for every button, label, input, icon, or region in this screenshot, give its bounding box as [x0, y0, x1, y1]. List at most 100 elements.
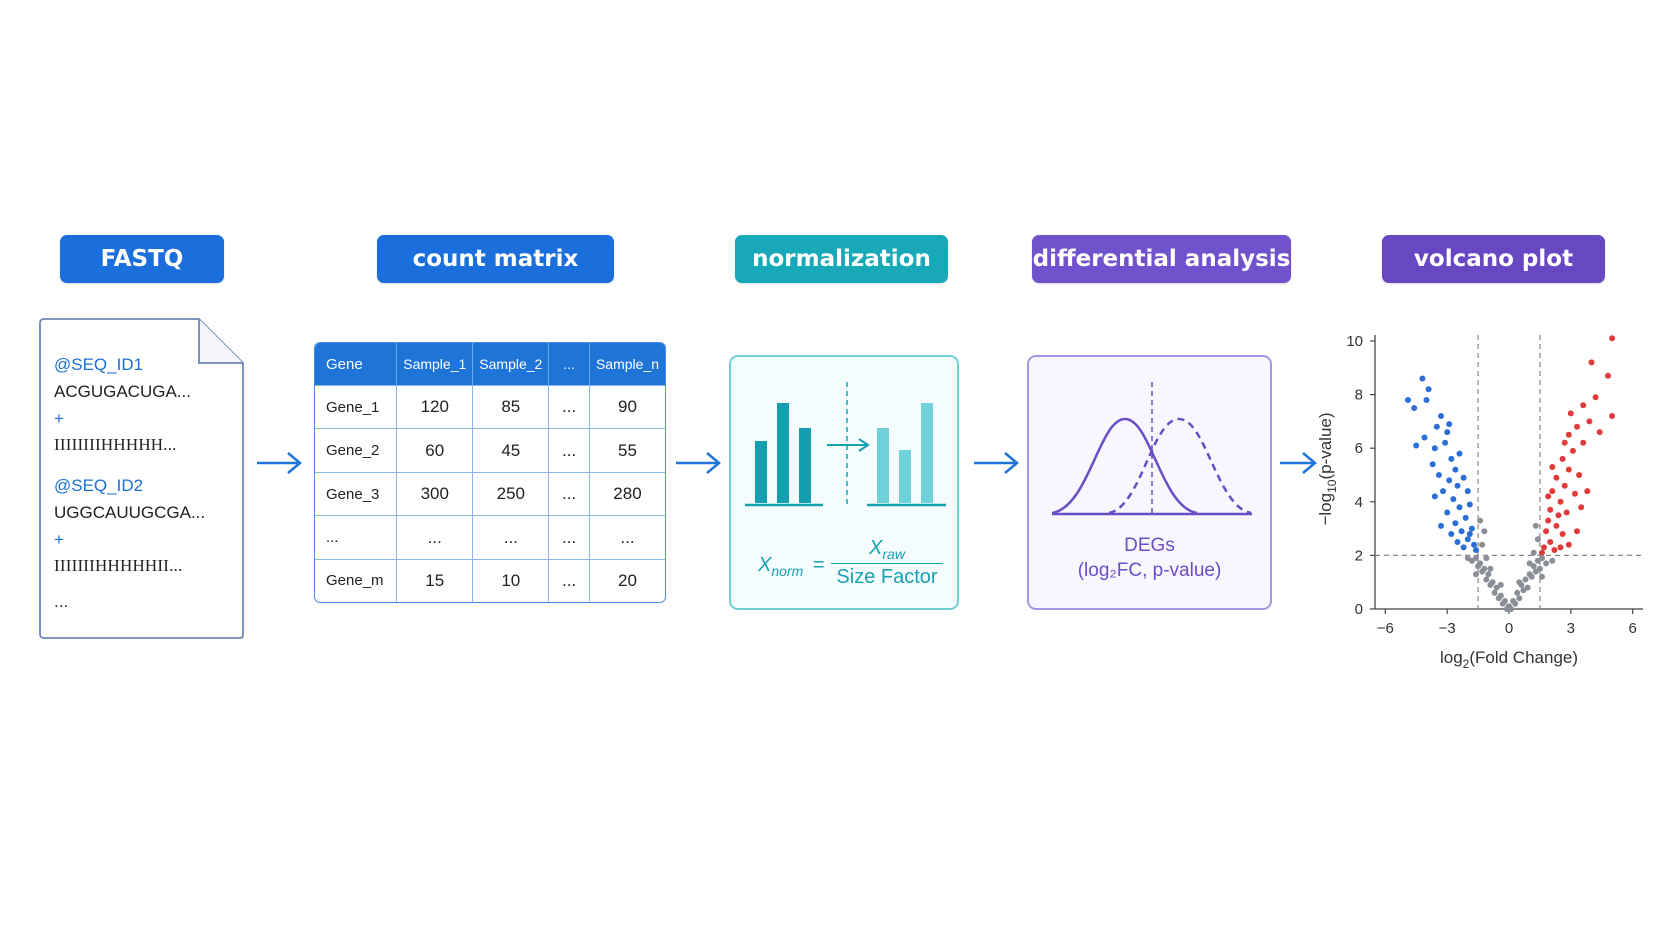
data-point-ns — [1464, 555, 1471, 562]
data-point-down — [1452, 520, 1459, 527]
table-cell: 280 — [589, 471, 665, 516]
data-point-ns — [1499, 600, 1506, 607]
data-point-down — [1442, 439, 1449, 446]
table-cell: 45 — [472, 428, 550, 473]
data-point-down — [1462, 514, 1469, 521]
data-point-up — [1565, 541, 1572, 548]
table-cell: ... — [548, 515, 590, 560]
table-cell: 85 — [472, 384, 550, 429]
formula-raw-subscript: raw — [882, 546, 905, 562]
y-tick-label: 2 — [1355, 547, 1363, 564]
fastq-quality-1: IIIIIIIIHHHHH... — [54, 435, 177, 454]
data-point-up — [1574, 423, 1580, 430]
y-tick-label: 4 — [1355, 494, 1363, 511]
data-point-ns — [1503, 606, 1510, 612]
formula-x: X — [758, 554, 772, 576]
data-point-up — [1569, 447, 1576, 454]
table-cell: ... — [472, 515, 550, 560]
data-point-up — [1545, 493, 1552, 500]
data-point-down — [1425, 386, 1432, 393]
data-point-up — [1561, 439, 1568, 446]
data-point-down — [1438, 522, 1444, 529]
data-point-up — [1576, 472, 1583, 478]
column-header: ... — [548, 343, 590, 386]
data-point-up — [1547, 506, 1554, 513]
data-point-down — [1456, 504, 1463, 511]
differential-analysis-panel: DEGs (log₂FC, p-value) — [1027, 355, 1272, 610]
arrow-right-icon — [255, 448, 303, 478]
data-point-up — [1580, 402, 1587, 409]
table-cell: Gene_m — [315, 558, 398, 602]
data-point-up — [1580, 439, 1587, 446]
data-point-down — [1446, 477, 1453, 484]
column-header: Gene — [315, 343, 398, 386]
data-point-up — [1559, 531, 1566, 537]
column-header: Sample_1 — [396, 343, 474, 386]
fastq-ellipsis: ... — [54, 592, 69, 611]
normalization-bars-icon — [745, 382, 946, 507]
table-row: Gene_1 120 85 ... 90 — [315, 384, 665, 429]
data-point-down — [1471, 541, 1477, 548]
normalization-panel: Xnorm = Xraw Size Factor — [729, 355, 959, 610]
table-cell: ... — [548, 384, 590, 429]
data-point-up — [1609, 335, 1616, 342]
data-point-ns — [1539, 573, 1545, 580]
table-cell: 20 — [589, 558, 665, 602]
data-point-up — [1539, 549, 1545, 556]
table-cell: ... — [589, 515, 665, 560]
degs-title: DEGs — [1124, 535, 1175, 556]
formula-numerator: Xraw — [831, 537, 943, 562]
data-point-ns — [1532, 522, 1539, 529]
x-tick-label: 6 — [1629, 620, 1637, 637]
data-point-up — [1553, 474, 1560, 481]
table-cell: ... — [315, 515, 398, 560]
data-point-ns — [1512, 600, 1519, 607]
data-point-ns — [1497, 581, 1504, 588]
data-point-down — [1460, 474, 1467, 481]
data-point-ns — [1514, 589, 1521, 596]
table-row: Gene_m 15 10 ... 20 — [315, 558, 665, 602]
data-point-down — [1438, 413, 1444, 419]
data-point-up — [1549, 488, 1556, 495]
data-point-up — [1547, 539, 1554, 545]
data-point-up — [1549, 464, 1556, 470]
data-point-ns — [1495, 595, 1502, 602]
fastq-seq-id-2: @SEQ_ID2 — [54, 476, 144, 495]
data-point-down — [1454, 539, 1461, 545]
table-cell: ... — [548, 558, 590, 602]
data-point-down — [1423, 397, 1430, 403]
normalization-formula-lhs: Xnorm = — [758, 554, 825, 579]
data-point-up — [1557, 544, 1564, 551]
data-point-up — [1561, 482, 1568, 489]
stage-label-volcano-plot: volcano plot — [1382, 235, 1605, 283]
data-point-ns — [1516, 595, 1523, 602]
table-header-row: Gene Sample_1 Sample_2 ... Sample_n — [315, 343, 665, 386]
table-row: Gene_3 300 250 ... 280 — [315, 471, 665, 516]
data-point-ns — [1536, 565, 1543, 572]
data-point-up — [1596, 429, 1603, 436]
data-point-ns — [1524, 584, 1531, 591]
data-point-ns — [1487, 565, 1494, 572]
data-point-ns — [1481, 528, 1488, 535]
data-point-ns — [1473, 571, 1479, 578]
data-point-down — [1440, 488, 1446, 495]
table-cell: 55 — [589, 428, 665, 473]
data-point-up — [1565, 431, 1572, 438]
arrow-right-icon — [972, 448, 1020, 478]
stage-label-differential-analysis: differential analysis — [1032, 235, 1291, 283]
data-point-ns — [1526, 560, 1533, 567]
formula-denominator: Size Factor — [831, 563, 943, 589]
data-point-down — [1431, 445, 1438, 452]
normalized-bar — [877, 428, 889, 503]
data-point-ns — [1483, 555, 1490, 562]
fastq-sequence-1: ACGUGACUGA... — [54, 382, 191, 401]
y-tick-label: 0 — [1355, 601, 1363, 618]
table-row: ... ... ... ... ... — [315, 515, 665, 560]
data-point-up — [1578, 504, 1585, 511]
x-tick-label: 0 — [1505, 620, 1513, 637]
data-point-down — [1405, 397, 1411, 403]
data-point-down — [1473, 547, 1479, 553]
data-point-up — [1545, 517, 1552, 524]
data-point-up — [1551, 547, 1558, 553]
